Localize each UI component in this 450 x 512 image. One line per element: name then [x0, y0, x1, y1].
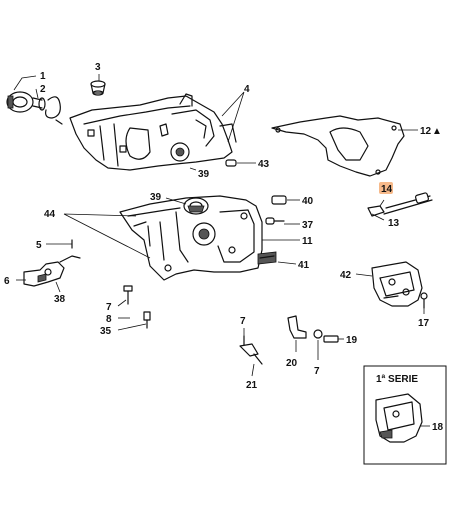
label-37: 37: [302, 220, 314, 231]
pin-part: [225, 159, 237, 167]
label-6: 6: [4, 276, 10, 287]
leader-39b: [165, 197, 187, 205]
filter-pad-part: [257, 251, 277, 265]
stud-part: [265, 217, 285, 225]
label-21: 21: [246, 380, 258, 391]
leader-4: [221, 91, 245, 143]
leader-1: [13, 75, 37, 91]
chain-adjuster-part: [367, 192, 433, 217]
label-13: 13: [388, 218, 400, 229]
label-44: 44: [44, 209, 56, 220]
label-14: 14: [381, 184, 393, 195]
label-7b: 7: [240, 316, 246, 327]
long-screw-part: [239, 335, 263, 365]
leader-35: [117, 323, 147, 331]
label-19: 19: [346, 335, 358, 346]
serie-guard-part: [375, 393, 423, 443]
label-18: 18: [432, 422, 444, 433]
bracket-part: [287, 315, 307, 339]
leader-7a: [117, 299, 127, 307]
label-7a: 7: [106, 302, 112, 313]
leader-41: [277, 261, 297, 265]
starter-pulley-part: [6, 91, 46, 113]
serie-title: 1ª SERIE: [376, 374, 418, 385]
label-41: 41: [298, 260, 310, 271]
label-2: 2: [40, 84, 46, 95]
label-8: 8: [106, 314, 112, 325]
chain-guard-part: [371, 261, 423, 307]
leader-13: [371, 213, 385, 221]
label-42: 42: [340, 270, 352, 281]
leader-44: [63, 213, 151, 259]
label-11: 11: [302, 236, 313, 247]
label-12: 12: [420, 126, 432, 137]
label-20: 20: [286, 358, 298, 369]
leader-39a: [189, 167, 197, 171]
screw-part: [123, 285, 133, 305]
crankcase-housing-part: [69, 93, 237, 171]
leader-21: [251, 363, 255, 377]
crankcase-half-part: [119, 195, 263, 281]
leader-14: [379, 199, 385, 207]
label-17: 17: [418, 318, 430, 329]
label-1: 1: [40, 71, 46, 82]
label-40: 40: [302, 196, 314, 207]
label-5: 5: [36, 240, 42, 251]
throttle-lever-part: [23, 255, 81, 287]
label-35: 35: [100, 326, 112, 337]
label-43: 43: [258, 159, 270, 170]
leader-38: [55, 281, 61, 293]
leader-2: [35, 88, 39, 99]
label-39a: 39: [198, 169, 210, 180]
label-7c: 7: [314, 366, 320, 377]
leader-42: [355, 273, 373, 277]
serie-inset-frame: [363, 365, 447, 465]
gasket-part: [271, 115, 405, 177]
label-14-highlight: [379, 182, 393, 194]
label-39b: 39: [150, 192, 162, 203]
plug-part: [271, 195, 287, 205]
label-4: 4: [244, 84, 250, 95]
bushing-part: [183, 197, 209, 215]
spring-clip-part: [45, 96, 63, 125]
label-38: 38: [54, 294, 66, 305]
rubber-grommet-part: [90, 80, 106, 96]
label-3: 3: [95, 62, 101, 73]
guard-screw-part: [420, 292, 428, 309]
bolt-part: [143, 311, 151, 329]
label-12-mark: ▲: [432, 126, 442, 137]
